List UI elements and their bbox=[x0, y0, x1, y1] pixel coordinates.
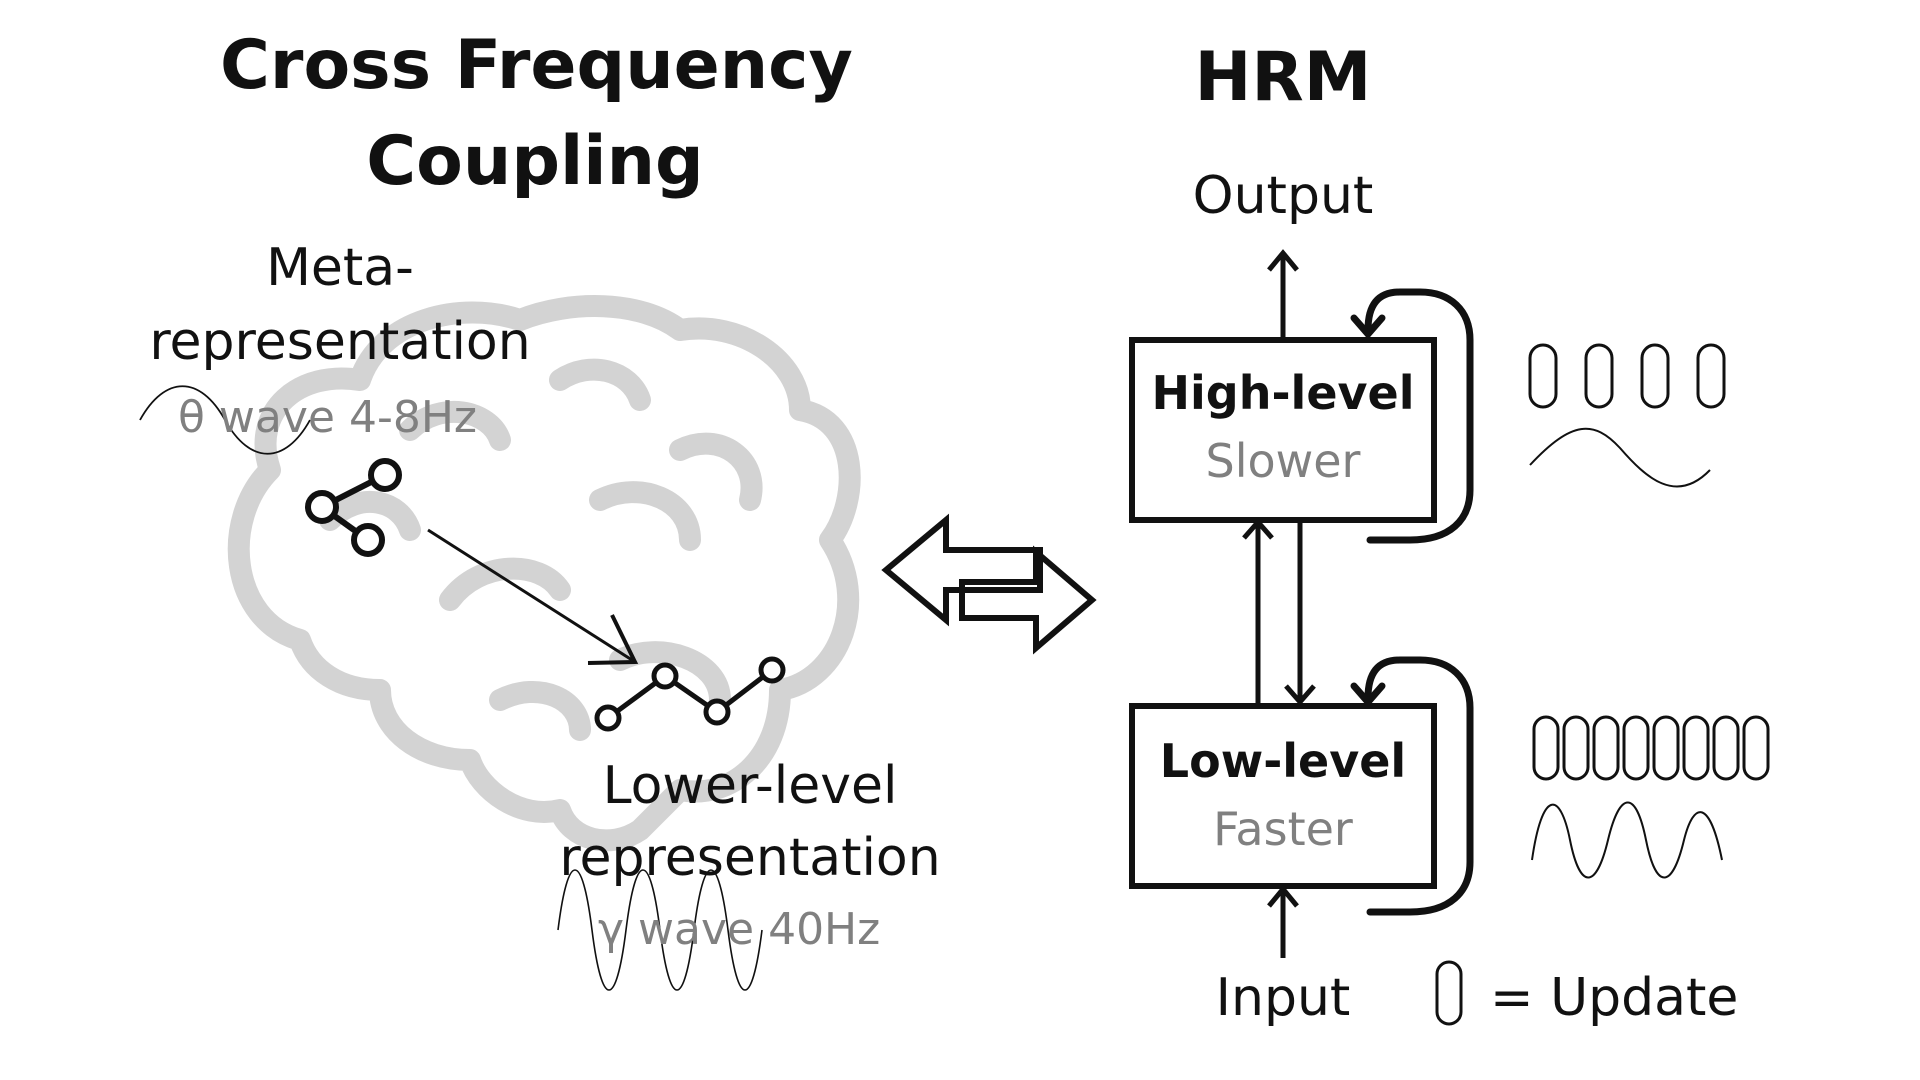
low-update-capsule-6 bbox=[1682, 715, 1710, 781]
update-legend-label: = Update bbox=[1490, 968, 1739, 1028]
high-update-capsule-3 bbox=[1640, 343, 1670, 409]
output-arrow bbox=[1267, 249, 1299, 337]
high-level-title: High-level bbox=[1151, 366, 1415, 420]
bidirectional-arrow-icon bbox=[881, 513, 1097, 655]
left-title-line1: Cross Frequency bbox=[220, 26, 853, 105]
high-level-updates bbox=[1528, 343, 1726, 409]
input-label: Input bbox=[1215, 968, 1351, 1028]
low-update-capsule-4 bbox=[1622, 715, 1650, 781]
theta-wave-label: θ wave 4-8Hz bbox=[178, 392, 477, 443]
gamma-wave bbox=[557, 869, 763, 991]
high-update-capsule-4 bbox=[1696, 343, 1726, 409]
low-level-box bbox=[1129, 703, 1437, 889]
low-level-subtitle: Faster bbox=[1213, 802, 1353, 856]
output-label: Output bbox=[1192, 166, 1374, 226]
hrm-title: HRM bbox=[1194, 38, 1372, 117]
update-capsule-icon bbox=[1435, 960, 1463, 1026]
share-nodes-icon bbox=[305, 458, 402, 557]
low-update-capsule-1 bbox=[1532, 715, 1560, 781]
high-update-capsule-1 bbox=[1528, 343, 1558, 409]
meta-label-line1: Meta- bbox=[266, 238, 414, 298]
gamma-wave-label: γ wave 40Hz bbox=[598, 904, 881, 955]
low-update-capsule-8 bbox=[1742, 715, 1770, 781]
left-title-line2: Coupling bbox=[366, 122, 704, 201]
coupling-arrow bbox=[427, 528, 639, 665]
brain-icon bbox=[227, 295, 861, 852]
high-update-capsule-2 bbox=[1584, 343, 1614, 409]
low-recurrence-loop bbox=[1350, 656, 1474, 916]
low-level-fast-wave bbox=[1531, 801, 1723, 879]
low-level-title: Low-level bbox=[1159, 734, 1407, 788]
low-level-updates bbox=[1532, 715, 1770, 781]
high-level-subtitle: Slower bbox=[1205, 434, 1361, 488]
meta-label-line2: representation bbox=[149, 312, 531, 372]
high-to-low-arrow bbox=[1284, 523, 1316, 706]
low-update-capsule-2 bbox=[1562, 715, 1590, 781]
line-nodes-icon bbox=[594, 656, 786, 732]
lower-label-line1: Lower-level bbox=[602, 756, 898, 816]
high-level-slow-wave bbox=[1529, 427, 1711, 488]
high-recurrence-loop bbox=[1350, 288, 1474, 544]
high-level-box bbox=[1129, 337, 1437, 523]
low-update-capsule-5 bbox=[1652, 715, 1680, 781]
theta-wave bbox=[139, 385, 311, 455]
low-to-high-arrow bbox=[1242, 518, 1274, 703]
low-update-capsule-3 bbox=[1592, 715, 1620, 781]
input-arrow bbox=[1267, 885, 1299, 958]
lower-label-line2: representation bbox=[559, 828, 941, 888]
low-update-capsule-7 bbox=[1712, 715, 1740, 781]
